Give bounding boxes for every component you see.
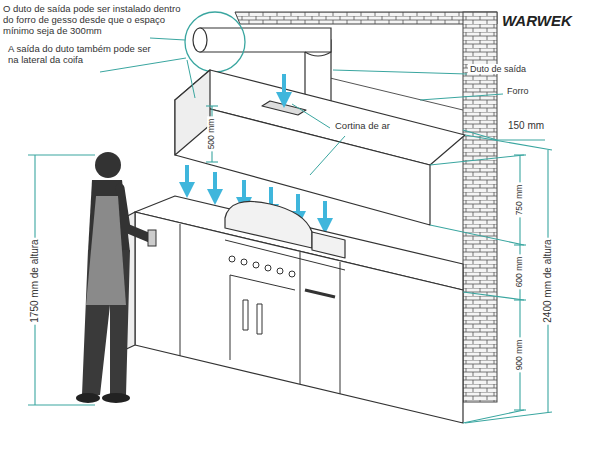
grill-counter <box>120 196 463 423</box>
air-intake-slot <box>262 101 306 115</box>
installation-note: O duto de saída pode ser instalado dentr… <box>3 4 183 37</box>
callout-circle <box>185 12 245 72</box>
installation-note: A saída do duto também pode ser na later… <box>8 44 153 66</box>
brand-logo: WARWEK <box>502 12 572 29</box>
grill-knobs <box>229 256 295 277</box>
leader-lines <box>100 38 503 175</box>
dimension-label: 2400 mm de altura <box>542 237 554 324</box>
dimension-label: 1750 mm de altura <box>29 237 41 324</box>
part-label: Duto de saída <box>468 64 528 74</box>
dimension-label: 150 mm <box>506 120 546 132</box>
dimension-label: 900 mm <box>515 338 525 373</box>
dimension-label: 750 mm <box>515 183 525 218</box>
dimension-lines <box>28 106 552 423</box>
part-label: Cortina de ar <box>333 121 392 132</box>
dimension-label: 600 mm <box>515 255 525 290</box>
part-label: Forro <box>505 86 531 96</box>
hood <box>175 70 465 225</box>
air-arrow <box>282 74 286 100</box>
cook-figure <box>76 152 156 403</box>
dimension-label: 500 mm <box>207 117 217 152</box>
